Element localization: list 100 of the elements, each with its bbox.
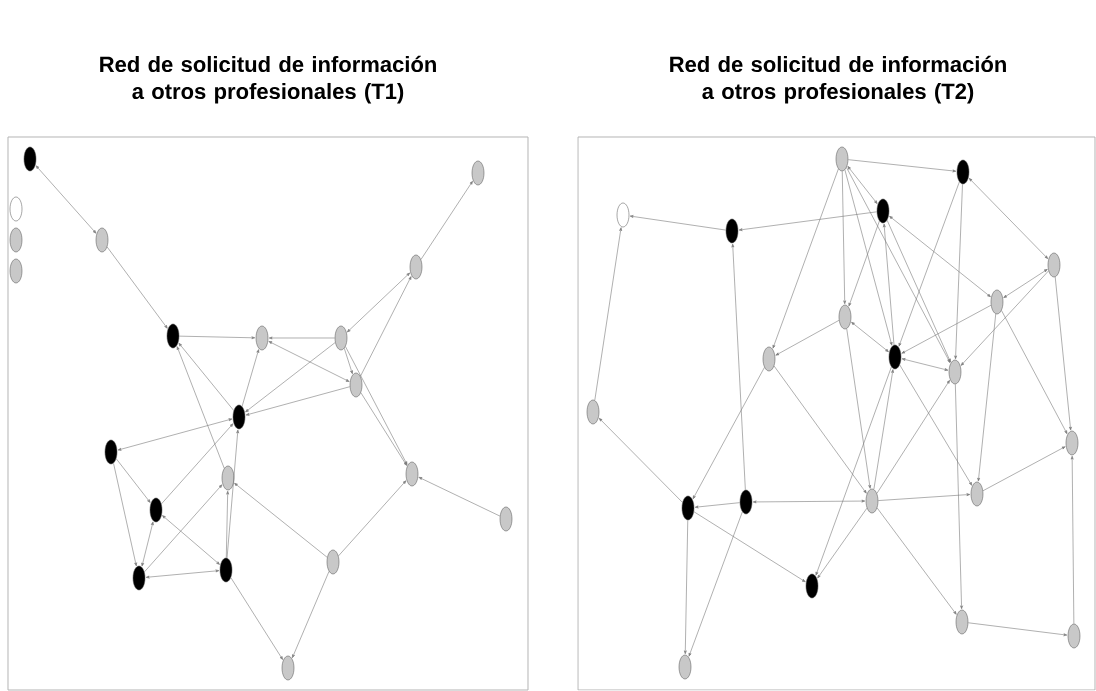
- arrow: [846, 328, 872, 489]
- arrow: [847, 166, 878, 204]
- arrow: [688, 511, 743, 657]
- arrow: [967, 622, 1068, 637]
- arrow: [1003, 269, 1048, 298]
- panel-title: Red de solicitud de información a otros profesionales (T1): [100, 55, 436, 104]
- network-node: [970, 481, 984, 507]
- network-node: [990, 289, 1004, 315]
- arrow: [292, 571, 330, 659]
- arrow: [731, 243, 746, 491]
- network-node: [23, 146, 37, 172]
- network-node: [104, 439, 118, 465]
- arrow: [141, 521, 154, 567]
- arrow: [752, 499, 866, 504]
- arrow: [692, 367, 765, 500]
- arrow: [360, 392, 407, 466]
- arrow: [161, 423, 234, 505]
- arrow: [877, 493, 971, 501]
- arrow: [345, 346, 408, 465]
- arrow: [598, 417, 683, 503]
- arrow: [115, 458, 151, 503]
- network-node: [1065, 430, 1079, 456]
- arrow: [876, 380, 950, 494]
- arrow: [889, 215, 991, 298]
- network-node: [9, 258, 23, 284]
- network-node: [149, 497, 163, 523]
- arrow: [683, 519, 689, 655]
- network-node: [326, 549, 340, 575]
- network-node: [888, 344, 902, 370]
- arrow: [245, 386, 351, 416]
- arrow: [873, 369, 894, 490]
- arrow: [106, 246, 168, 329]
- network-node: [95, 227, 109, 253]
- network-node: [334, 325, 348, 351]
- arrow: [241, 349, 260, 407]
- arrow: [113, 462, 137, 567]
- arrow: [225, 490, 230, 559]
- arrow: [817, 507, 868, 579]
- arrow: [344, 348, 353, 375]
- network-node: [499, 506, 513, 532]
- arrow: [176, 346, 225, 469]
- network-node: [762, 346, 776, 372]
- arrow: [876, 507, 957, 615]
- network-node: [835, 146, 849, 172]
- arrow: [844, 169, 893, 346]
- network-node: [409, 254, 423, 280]
- panel-title: Red de solicitud de información a otros profesionales (T2): [670, 55, 1006, 104]
- arrow: [886, 219, 951, 363]
- network-node: [1047, 252, 1061, 278]
- network-node: [405, 461, 419, 487]
- arrow: [145, 569, 220, 579]
- arrow: [230, 577, 283, 660]
- network-node: [349, 372, 363, 398]
- arrow: [693, 511, 806, 583]
- arrow: [773, 365, 867, 494]
- arrow: [1070, 455, 1075, 625]
- arrow: [899, 364, 973, 486]
- arrow: [694, 502, 741, 509]
- arrow: [898, 181, 960, 347]
- network-node: [725, 218, 739, 244]
- network-node: [232, 404, 246, 430]
- network-node: [281, 655, 295, 681]
- network-node: [681, 495, 695, 521]
- arrow: [1001, 310, 1068, 435]
- arrow: [977, 313, 997, 482]
- network-node: [219, 557, 233, 583]
- arrow: [117, 418, 233, 451]
- arrow: [338, 480, 407, 557]
- arrow: [234, 482, 328, 558]
- arrow: [360, 276, 412, 377]
- arrow: [245, 342, 336, 413]
- network-node: [9, 196, 23, 222]
- arrow: [178, 342, 234, 411]
- network-node: [616, 202, 630, 228]
- arrow: [144, 484, 223, 573]
- network-node: [166, 323, 180, 349]
- arrow: [1054, 276, 1072, 431]
- arrow: [955, 383, 963, 610]
- network-node: [876, 198, 890, 224]
- arrow: [901, 304, 992, 354]
- arrow: [960, 270, 1049, 366]
- arrow: [846, 167, 951, 363]
- arrow: [418, 477, 501, 517]
- arrow: [851, 321, 889, 353]
- arrow: [35, 165, 97, 234]
- arrow: [268, 336, 336, 340]
- arrow: [347, 272, 411, 333]
- arrow: [982, 446, 1066, 492]
- arrow: [968, 178, 1049, 259]
- arrow: [841, 170, 847, 305]
- arrow: [162, 515, 220, 565]
- network-node: [678, 654, 692, 680]
- network-node: [956, 159, 970, 185]
- network-node: [955, 609, 969, 635]
- arrow: [629, 215, 727, 231]
- network-node: [221, 465, 235, 491]
- network-node: [471, 160, 485, 186]
- network-node: [865, 488, 879, 514]
- network-node: [586, 399, 600, 425]
- network-node: [132, 565, 146, 591]
